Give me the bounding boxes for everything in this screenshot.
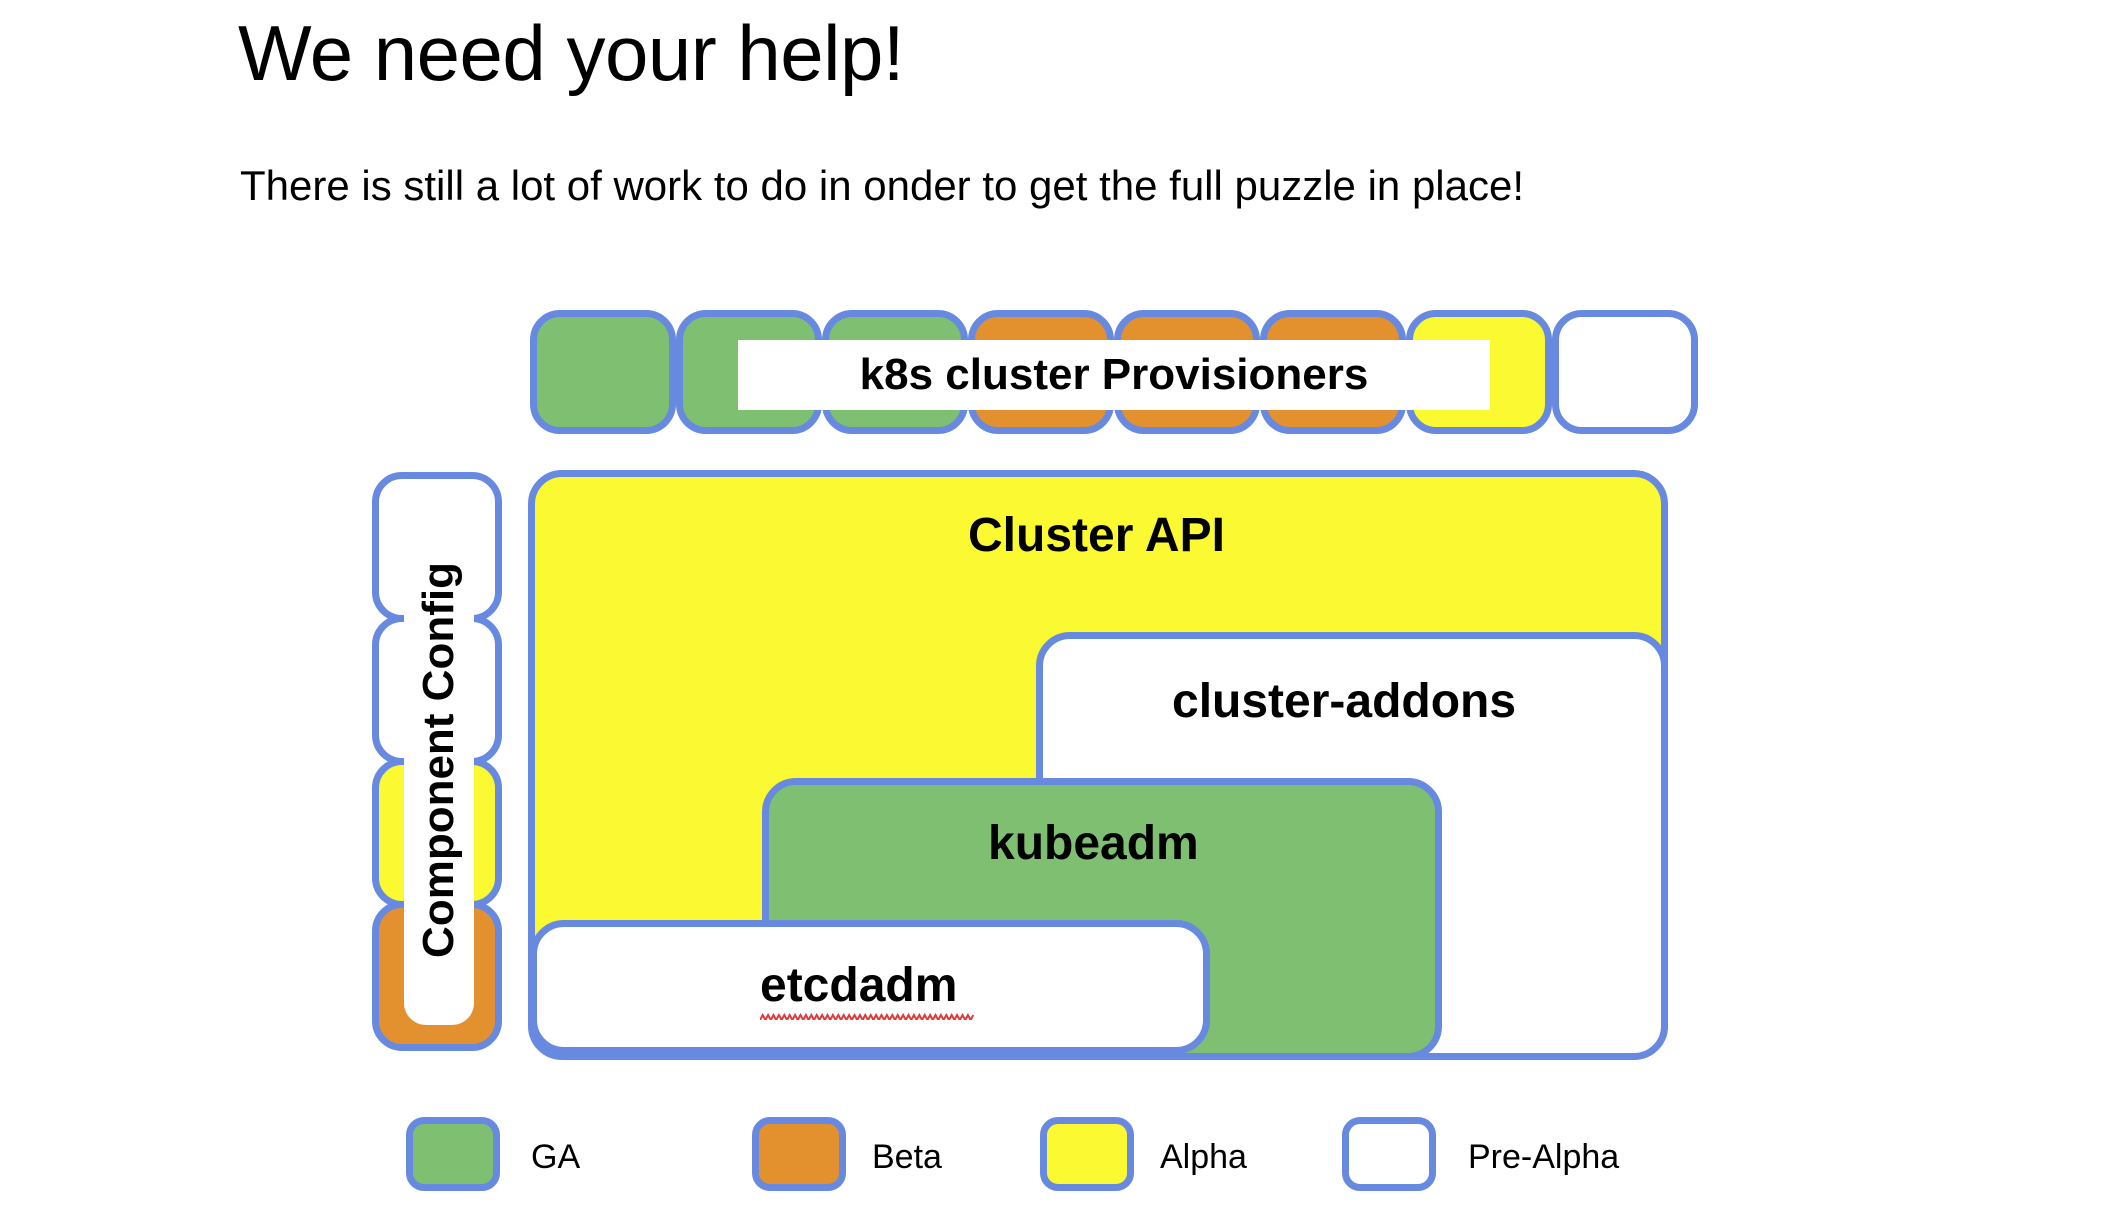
legend-swatch-ga [406, 1117, 500, 1191]
page-title: We need your help! [238, 9, 905, 97]
etcdadm-label: etcdadm [760, 959, 958, 1012]
legend-label-ga: GA [531, 1138, 581, 1176]
component-config-band: Component Config [404, 495, 474, 1025]
etcdadm-box[interactable] [530, 920, 1210, 1054]
legend-swatch-alpha [1040, 1117, 1134, 1191]
cluster-api-label: Cluster API [968, 509, 1225, 562]
legend-label-alpha: Alpha [1160, 1138, 1247, 1176]
provisioners-caption-band: k8s cluster Provisioners [738, 340, 1490, 410]
cluster-addons-label: cluster-addons [1172, 675, 1517, 728]
provisioners-caption: k8s cluster Provisioners [859, 350, 1369, 399]
page-subtitle: There is still a lot of work to do in on… [240, 162, 1525, 209]
provisioner-tile-1[interactable] [530, 310, 676, 434]
legend-label-beta: Beta [872, 1138, 942, 1176]
kubeadm-label: kubeadm [988, 817, 1199, 870]
legend-swatch-beta [752, 1117, 846, 1191]
component-config-label: Component Config [414, 562, 464, 958]
provisioner-tile-8[interactable] [1552, 310, 1698, 434]
legend-swatch-pre-alpha [1342, 1117, 1436, 1191]
legend-label-pre-alpha: Pre-Alpha [1468, 1138, 1620, 1176]
